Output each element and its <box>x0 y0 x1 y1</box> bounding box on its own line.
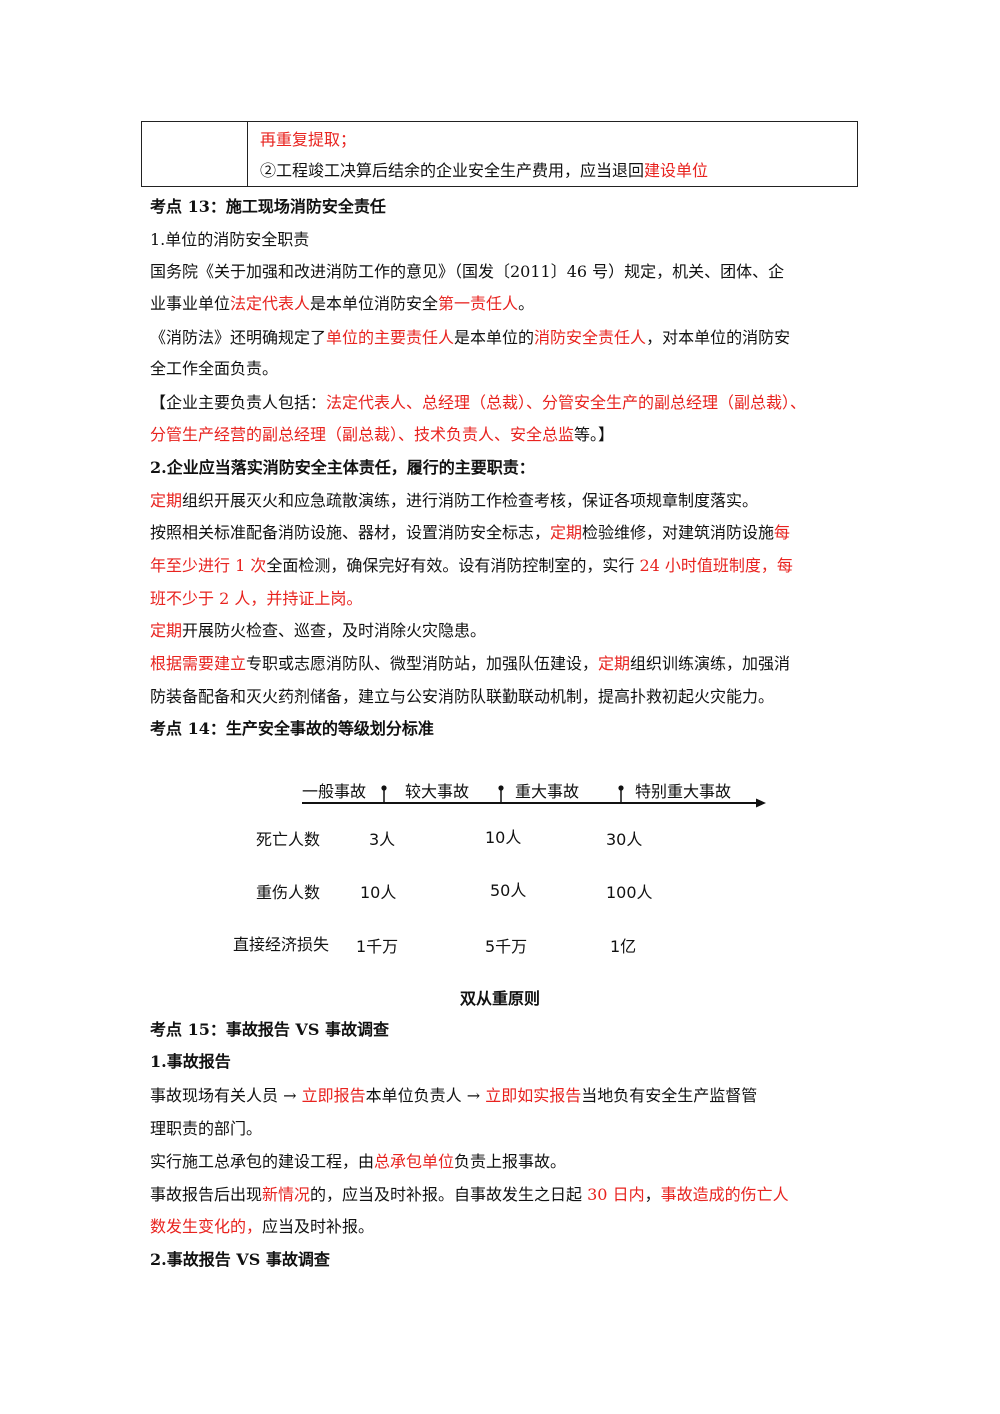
table-right-cell: 再重复提取； ②工程竣工决算后结余的企业安全生产费用，应当退回建设单位 <box>248 122 857 186</box>
section-15-title: 考点 15：事故报告 VS 事故调查 <box>150 1020 389 1039</box>
table-row-2: ②工程竣工决算后结余的企业安全生产费用，应当退回建设单位 <box>260 161 709 180</box>
level-larger: 较大事故 <box>405 782 470 801</box>
duty-2a: 按照相关标准配备消防设施、器材，设置消防安全标志，定期检验维修，对建筑消防设施每 <box>150 523 791 542</box>
row-label-loss: 直接经济损失 <box>233 935 330 954</box>
s13-para-3b: 分管生产经营的副总经理（副总裁）、技术负责人、安全总监等。】 <box>150 425 615 444</box>
s13-para-1a: 国务院《关于加强和改进消防工作的意见》（国发〔2011〕46 号）规定，机关、团… <box>150 262 785 281</box>
section-13-title: 考点 13：施工现场消防安全责任 <box>150 197 386 216</box>
continued-table: 再重复提取； ②工程竣工决算后结余的企业安全生产费用，应当退回建设单位 <box>141 121 858 187</box>
duty-3: 定期开展防火检查、巡查，及时消除火灾隐患。 <box>150 621 487 640</box>
report-general-contractor: 实行施工总承包的建设工程，由总承包单位负责上报事故。 <box>150 1152 567 1171</box>
duty-2c: 班不少于 2 人，并持证上岗。 <box>150 589 363 608</box>
section-14-title: 考点 14：生产安全事故的等级划分标准 <box>150 719 434 738</box>
divider-1-dot <box>381 785 387 791</box>
s13-para-1b: 业事业单位法定代表人是本单位消防安全第一责任人。 <box>150 294 535 313</box>
report-flow-b: 理职责的部门。 <box>150 1119 263 1138</box>
table-left-cell <box>142 122 248 186</box>
s13-para-3a: 【企业主要负责人包括：法定代表人、总经理（总裁）、分管安全生产的副总经理（副总裁… <box>150 393 807 412</box>
duty-4b: 防装备配备和灭火药剂储备，建立与公安消防队联勤联动机制，提高扑救初起火灾能力。 <box>150 687 775 706</box>
value-injuries-3: 100人 <box>606 883 653 902</box>
value-loss-2: 5千万 <box>485 937 528 956</box>
report-supplement-a: 事故报告后出现新情况的，应当及时补报。自事故发生之日起 30 日内，事故造成的伤… <box>150 1185 789 1204</box>
value-injuries-2: 50人 <box>490 881 527 900</box>
s15-subheading-1: 1.事故报告 <box>150 1052 231 1071</box>
value-deaths-1: 3人 <box>369 830 396 849</box>
level-general: 一般事故 <box>302 782 367 801</box>
s13-subheading-2: 2.企业应当落实消防安全主体责任，履行的主要职责： <box>150 458 535 477</box>
value-deaths-3: 30人 <box>606 830 643 849</box>
axis-arrowhead <box>756 798 766 808</box>
report-supplement-b: 数发生变化的，应当及时补报。 <box>150 1217 375 1236</box>
row-label-injuries: 重伤人数 <box>256 883 321 902</box>
duty-1: 定期组织开展灭火和应急疏散演练，进行消防工作检查考核，保证各项规章制度落实。 <box>150 491 759 510</box>
duty-2b: 年至少进行 1 次全面检测，确保完好有效。设有消防控制室的，实行 24 小时值班… <box>150 556 793 575</box>
value-loss-1: 1千万 <box>356 937 399 956</box>
s15-subheading-2: 2.事故报告 VS 事故调查 <box>150 1250 330 1269</box>
report-flow-a: 事故现场有关人员 → 立即报告本单位负责人 → 立即如实报告当地负有安全生产监督… <box>150 1086 758 1105</box>
table-row-1: 再重复提取； <box>260 130 357 149</box>
level-major: 重大事故 <box>515 782 580 801</box>
s13-subheading-1: 1.单位的消防安全职责 <box>150 230 310 249</box>
divider-3-dot <box>618 785 624 791</box>
value-loss-3: 1亿 <box>610 937 637 956</box>
value-injuries-1: 10人 <box>360 883 397 902</box>
level-especially-major: 特别重大事故 <box>635 782 732 801</box>
duty-4a: 根据需要建立专职或志愿消防队、微型消防站，加强队伍建设，定期组织训练演练，加强消 <box>150 654 791 673</box>
value-deaths-2: 10人 <box>485 828 522 847</box>
s13-para-2b: 全工作全面负责。 <box>150 359 279 378</box>
row-label-deaths: 死亡人数 <box>256 830 321 849</box>
divider-2-dot <box>498 785 504 791</box>
double-heavy-principle: 双从重原则 <box>459 989 540 1008</box>
s13-para-2a: 《消防法》还明确规定了单位的主要责任人是本单位的消防安全责任人，对本单位的消防安 <box>150 328 791 347</box>
